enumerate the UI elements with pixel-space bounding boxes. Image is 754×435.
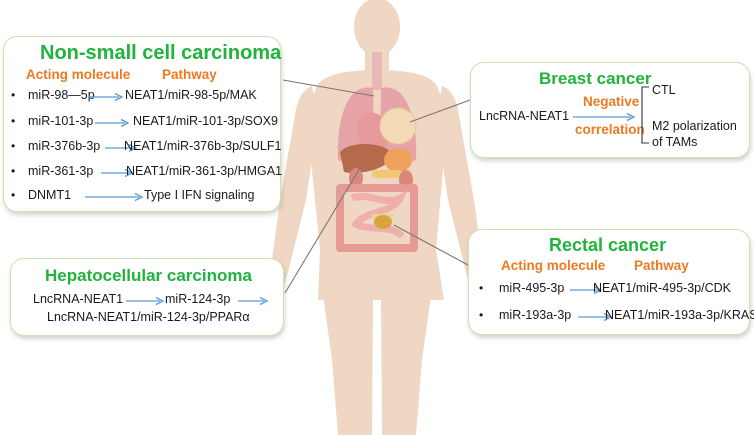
rectal-row-pathway: NEAT1/miR-193a-3p/KRAS [605,308,754,322]
bullet: • [11,188,16,202]
nsclc-col-molecule: Acting molecule [26,67,131,82]
breast-arrow [573,112,636,122]
rectal-row-pathway: NEAT1/miR-495-3p/CDK [593,281,732,295]
breast-target-m2-line1: M2 polarization [652,119,737,133]
bullet: • [11,88,16,102]
nsclc-row-pathway: NEAT1/miR-101-3p/SOX9 [133,114,278,128]
nsclc-arrow [105,143,138,153]
breast-relation-negative: Negative [583,94,640,109]
nsclc-row-molecule: miR-98—5p [28,88,95,102]
hcc-panel: Hepatocellular carcinoma LncRNA-NEAT1 mi… [10,258,284,336]
nsclc-arrow [95,118,130,128]
hcc-target: miR-124-3p [165,292,231,306]
nsclc-row-pathway: NEAT1/miR-98-5p/MAK [125,88,257,102]
rectal-title: Rectal cancer [549,235,667,255]
nsclc-row-pathway: NEAT1/miR-361-3p/HMGA1 [126,164,283,178]
bullet: • [479,281,484,295]
nsclc-arrow [89,92,124,102]
rectal-arrow [570,285,603,295]
nsclc-col-pathway: Pathway [162,67,217,82]
breast-relation-correlation: correlation [575,122,645,137]
breast-panel: Breast cancer LncRNA-NEAT1 Negative corr… [470,62,750,158]
breast-target-m2-line2: of TAMs [652,135,698,149]
hcc-pathway: LncRNA-NEAT1/miR-124-3p/PPARα [47,310,250,324]
hcc-arrow [238,296,269,306]
nsclc-row-molecule: DNMT1 [28,188,72,202]
hcc-molecule: LncRNA-NEAT1 [33,292,124,306]
rectal-row-molecule: miR-495-3p [499,281,565,295]
breast-target-ctl: CTL [652,83,676,97]
bullet: • [479,308,484,322]
nsclc-row-molecule: miR-101-3p [28,114,94,128]
bullet: • [11,139,16,153]
nsclc-row-molecule: miR-376b-3p [28,139,101,153]
nsclc-row-pathway: NEAT1/miR-376b-3p/SULF1 [124,139,282,153]
rectal-row-molecule: miR-193a-3p [499,308,572,322]
nsclc-arrow [101,168,134,178]
breast-molecule: LncRNA-NEAT1 [479,109,570,123]
rectal-col-pathway: Pathway [634,258,689,273]
nsclc-row-pathway: Type I IFN signaling [144,188,255,202]
nsclc-row-molecule: miR-361-3p [28,164,94,178]
hcc-arrow [126,296,165,306]
nsclc-title: Non-small cell carcinoma [40,42,282,64]
organs [336,52,418,252]
nsclc-arrow [85,192,144,202]
bullet: • [11,114,16,128]
rectal-panel: Rectal cancer Acting molecule Pathway • … [468,229,754,335]
hcc-title: Hepatocellular carcinoma [45,266,252,285]
breast-bracket [641,86,649,144]
connector-lines [282,79,471,294]
rectal-col-molecule: Acting molecule [501,258,606,273]
breast-title: Breast cancer [539,69,652,88]
rectal-arrow [578,312,613,322]
bullet: • [11,164,16,178]
nsclc-panel: Non-small cell carcinoma Acting molecule… [3,36,283,212]
